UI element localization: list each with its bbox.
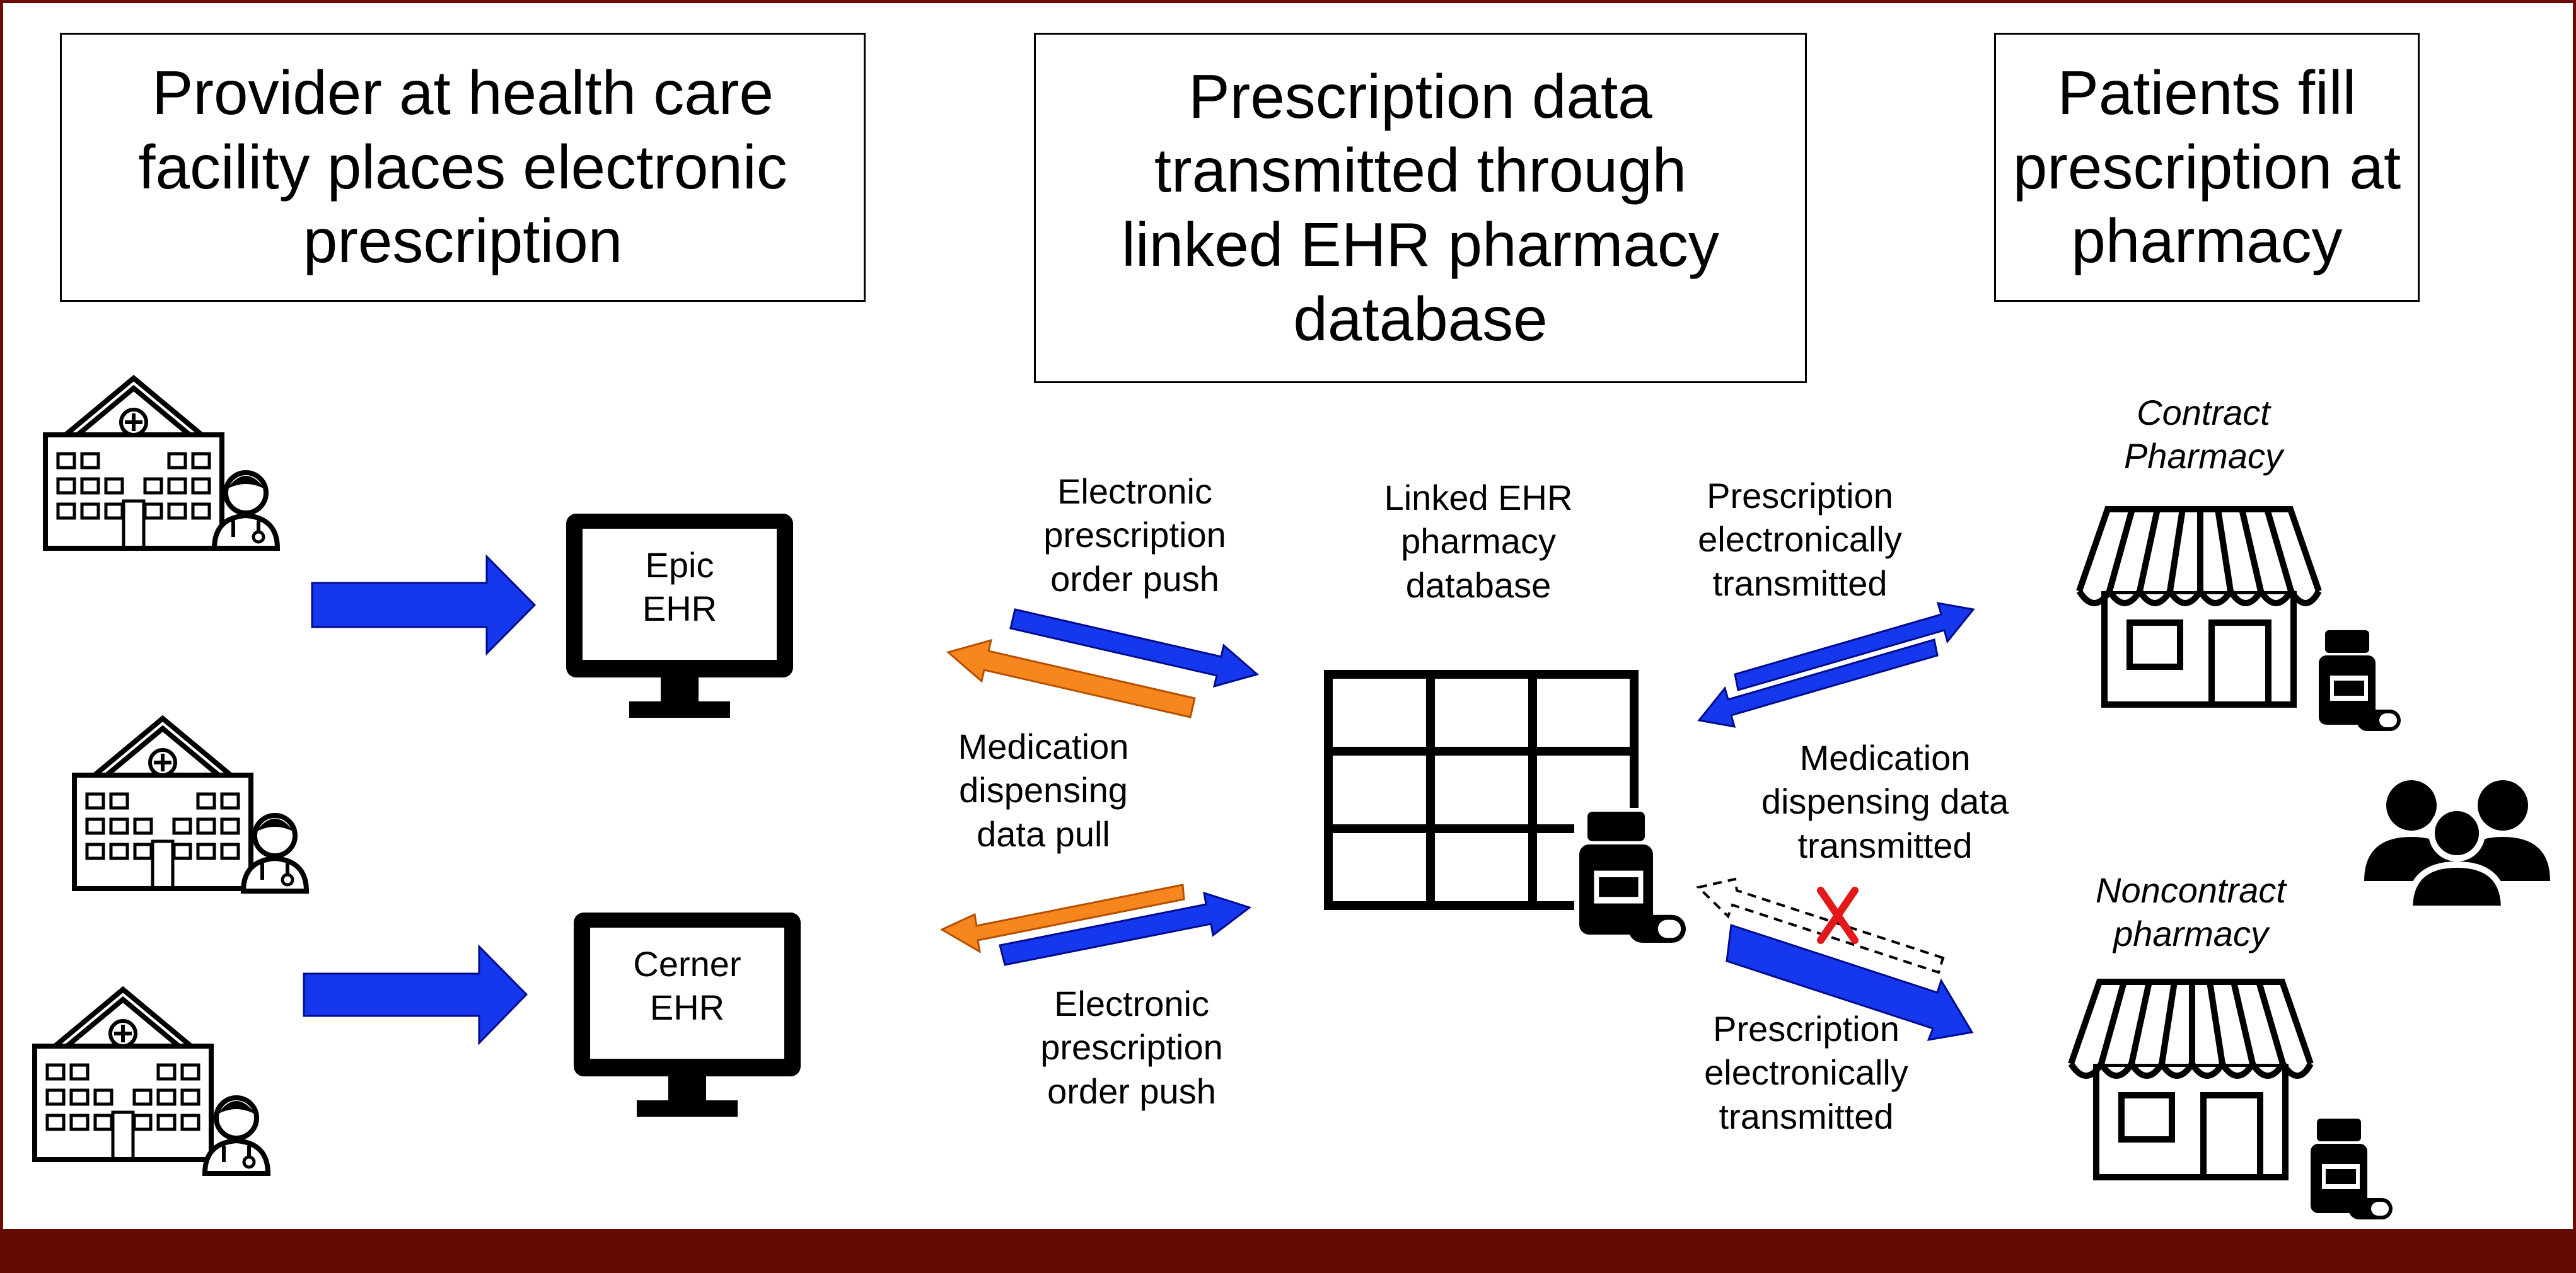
transmit-arrow-noncontract	[1726, 924, 1974, 1041]
footer-bar	[0, 1229, 2576, 1273]
push-bottom-label: Electronic prescription order push	[1040, 984, 1223, 1111]
transmit-arrow-contract	[1734, 602, 1975, 691]
header-provider: Provider at health care facility places …	[60, 33, 866, 302]
pill-bottle-icon	[1574, 808, 1686, 959]
contract-pharmacy-label: Contract Pharmacy	[2123, 393, 2283, 476]
database-label: Linked EHR pharmacy database	[1384, 478, 1573, 605]
flow-arrow-to-cerner	[303, 944, 528, 1045]
push-arrow-top	[1009, 608, 1260, 688]
cerner-ehr-label: Cerner EHR	[633, 944, 741, 1028]
transmitted-bottom-label: Prescription electronically transmitted	[1704, 1009, 1908, 1136]
pull-arrow-bottom	[939, 884, 1185, 953]
push-arrow-bottom	[999, 891, 1252, 966]
flow-arrows-layer	[939, 602, 1975, 1041]
dispensing-transmitted-label: Medication dispensing data transmitted	[1761, 738, 2009, 865]
header-transmission: Prescription data transmitted through li…	[1034, 33, 1807, 383]
dispensing-arrow-back	[1697, 638, 1939, 728]
blocked-x-icon	[1817, 887, 1859, 944]
transmitted-top-label: Prescription electronically transmitted	[1698, 476, 1902, 603]
pull-arrow-top	[946, 638, 1196, 718]
pull-label: Medication dispensing data pull	[958, 727, 1129, 854]
diagram-border	[0, 0, 2576, 1229]
blocked-dispensing-arrow	[1695, 877, 1945, 974]
diagram-artwork	[0, 0, 2550, 1219]
push-top-label: Electronic prescription order push	[1043, 471, 1226, 599]
noncontract-pharmacy-label: Noncontract pharmacy	[2096, 870, 2286, 954]
epic-ehr-label: Epic EHR	[642, 545, 717, 629]
database-grid-icon	[1324, 670, 1639, 910]
header-pharmacy: Patients fill prescription at pharmacy	[1994, 33, 2420, 302]
flow-arrow-to-epic	[311, 554, 537, 656]
